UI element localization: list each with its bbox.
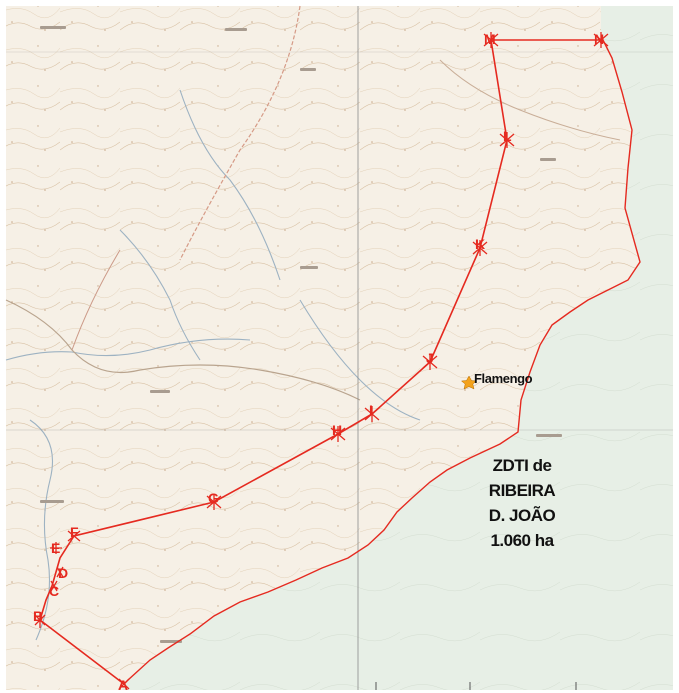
river-lines [5, 89, 421, 641]
vertex-label-b: B [33, 608, 43, 624]
vertex-labels: A B C D E F G H I J K L M N [33, 31, 604, 693]
zone-label-line3: D. JOÃO [489, 505, 556, 525]
star-icon [460, 375, 478, 390]
vertex-label-e: E [51, 540, 60, 556]
vertex-label-k: K [475, 236, 485, 252]
zone-label: ZDTI de RIBEIRA D. JOÃO 1.060 ha [489, 456, 556, 550]
zone-label-line1: ZDTI de [493, 456, 552, 475]
vertex-label-i: I [369, 402, 373, 418]
vertex-markers [34, 32, 609, 690]
vertex-label-m: M [484, 31, 496, 47]
vertex-label-f: F [70, 524, 79, 540]
zone-label-line2: RIBEIRA [489, 481, 556, 500]
vertex-label-g: G [208, 490, 219, 506]
vertex-label-n: N [594, 31, 604, 47]
vertex-label-c: C [49, 583, 59, 599]
vertex-label-a: A [118, 677, 128, 693]
map-grid [6, 6, 673, 690]
zone-label-line4: 1.060 ha [490, 531, 554, 550]
flamengo-marker: Flamengo [460, 371, 533, 390]
vertex-label-h: H [332, 422, 342, 438]
vertex-label-l: L [503, 128, 512, 144]
place-label-flamengo: Flamengo [474, 371, 533, 386]
road-lines [5, 5, 621, 401]
vertex-label-j: J [426, 350, 434, 366]
vertex-label-d: D [58, 565, 68, 581]
